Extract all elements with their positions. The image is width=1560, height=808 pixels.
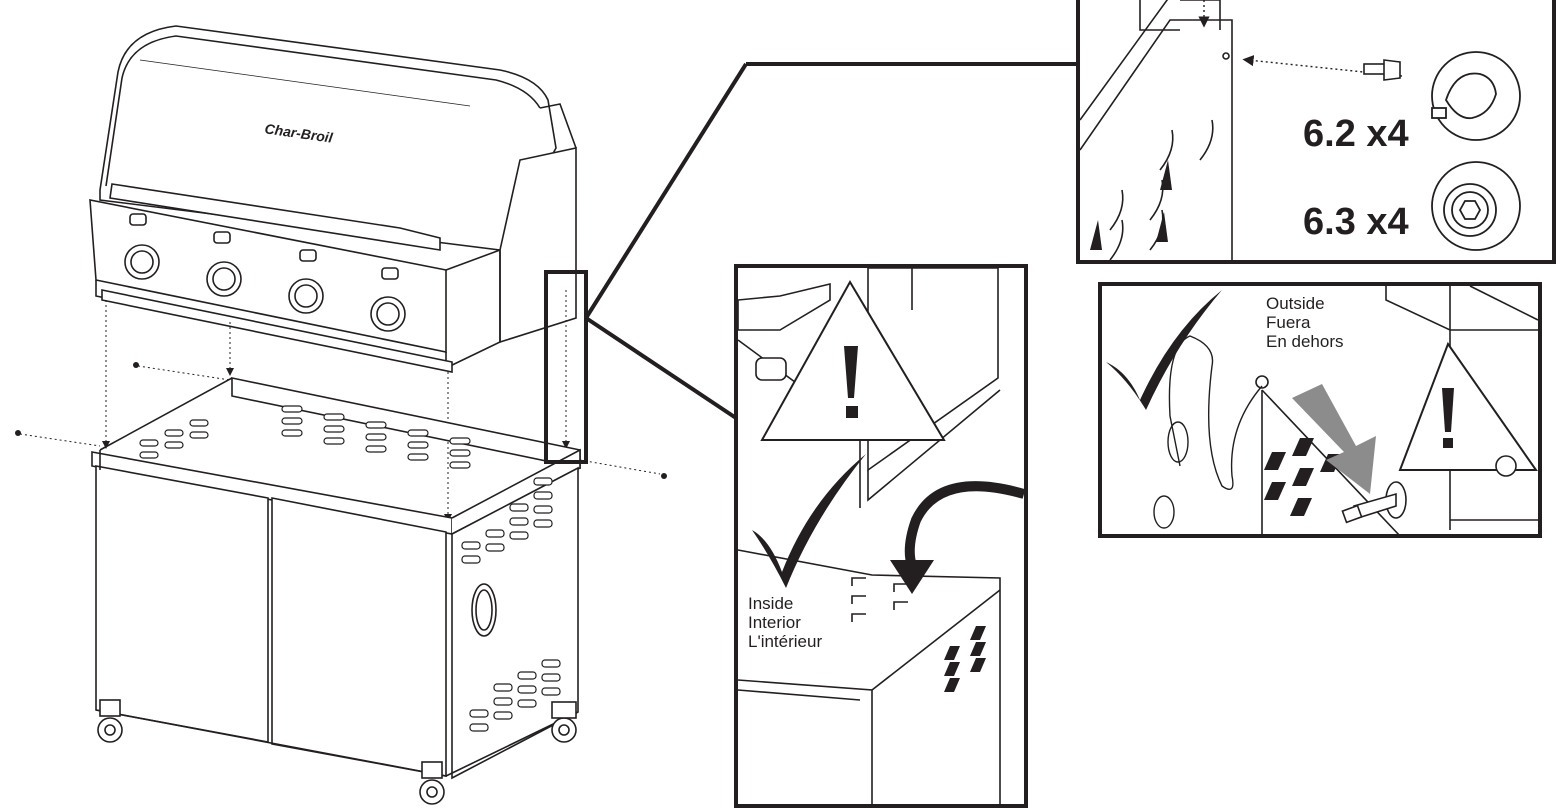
bolt-icon bbox=[1363, 59, 1401, 81]
inside-label-en: Inside bbox=[748, 594, 794, 613]
caster-wheel-icon bbox=[551, 717, 577, 743]
gray-down-arrow-icon bbox=[1292, 384, 1376, 494]
hardware-qty-6-2: 6.2 x4 bbox=[1303, 113, 1409, 155]
vent-slots bbox=[139, 405, 561, 732]
casters bbox=[97, 699, 577, 805]
grill-cart bbox=[91, 377, 581, 780]
control-knobs bbox=[124, 213, 406, 332]
detail-panel-outside bbox=[1098, 282, 1542, 538]
socket-wrench-icon bbox=[1431, 161, 1521, 251]
grill-head bbox=[89, 25, 577, 373]
outside-label-es: Fuera bbox=[1266, 313, 1311, 332]
outside-label-fr: En dehors bbox=[1266, 332, 1344, 351]
hardware-qty-6-3: 6.3 x4 bbox=[1303, 201, 1409, 243]
warning-triangle-icon bbox=[1398, 341, 1538, 471]
caster-wheel-icon bbox=[97, 717, 123, 743]
outside-label-en: Outside bbox=[1266, 294, 1325, 313]
checkmark-icon bbox=[1106, 290, 1222, 410]
detail-panel-bolt bbox=[1076, 0, 1556, 264]
inside-label-es: Interior bbox=[748, 613, 801, 632]
curved-arrow-icon bbox=[890, 481, 1026, 594]
side-vents-lower bbox=[469, 659, 561, 732]
left-inner-vents bbox=[139, 419, 209, 459]
caster-wheel-icon bbox=[419, 779, 445, 805]
inside-label-fr: L'intérieur bbox=[748, 632, 823, 651]
callout-leaders bbox=[584, 62, 1078, 420]
checkmark-icon bbox=[752, 454, 866, 588]
hose-fitting-icon bbox=[1341, 481, 1407, 524]
outside-label: Outside Fuera En dehors bbox=[1266, 294, 1344, 351]
hand-tighten-icon bbox=[1431, 51, 1521, 141]
detail-panel-inside bbox=[734, 264, 1028, 808]
inside-label: Inside Interior L'intérieur bbox=[748, 594, 822, 651]
back-vents bbox=[281, 405, 471, 469]
warning-triangle-icon bbox=[760, 279, 946, 441]
alignment-guides bbox=[19, 290, 661, 546]
side-vents-upper bbox=[461, 477, 553, 564]
callout-highlight-box bbox=[544, 270, 588, 464]
